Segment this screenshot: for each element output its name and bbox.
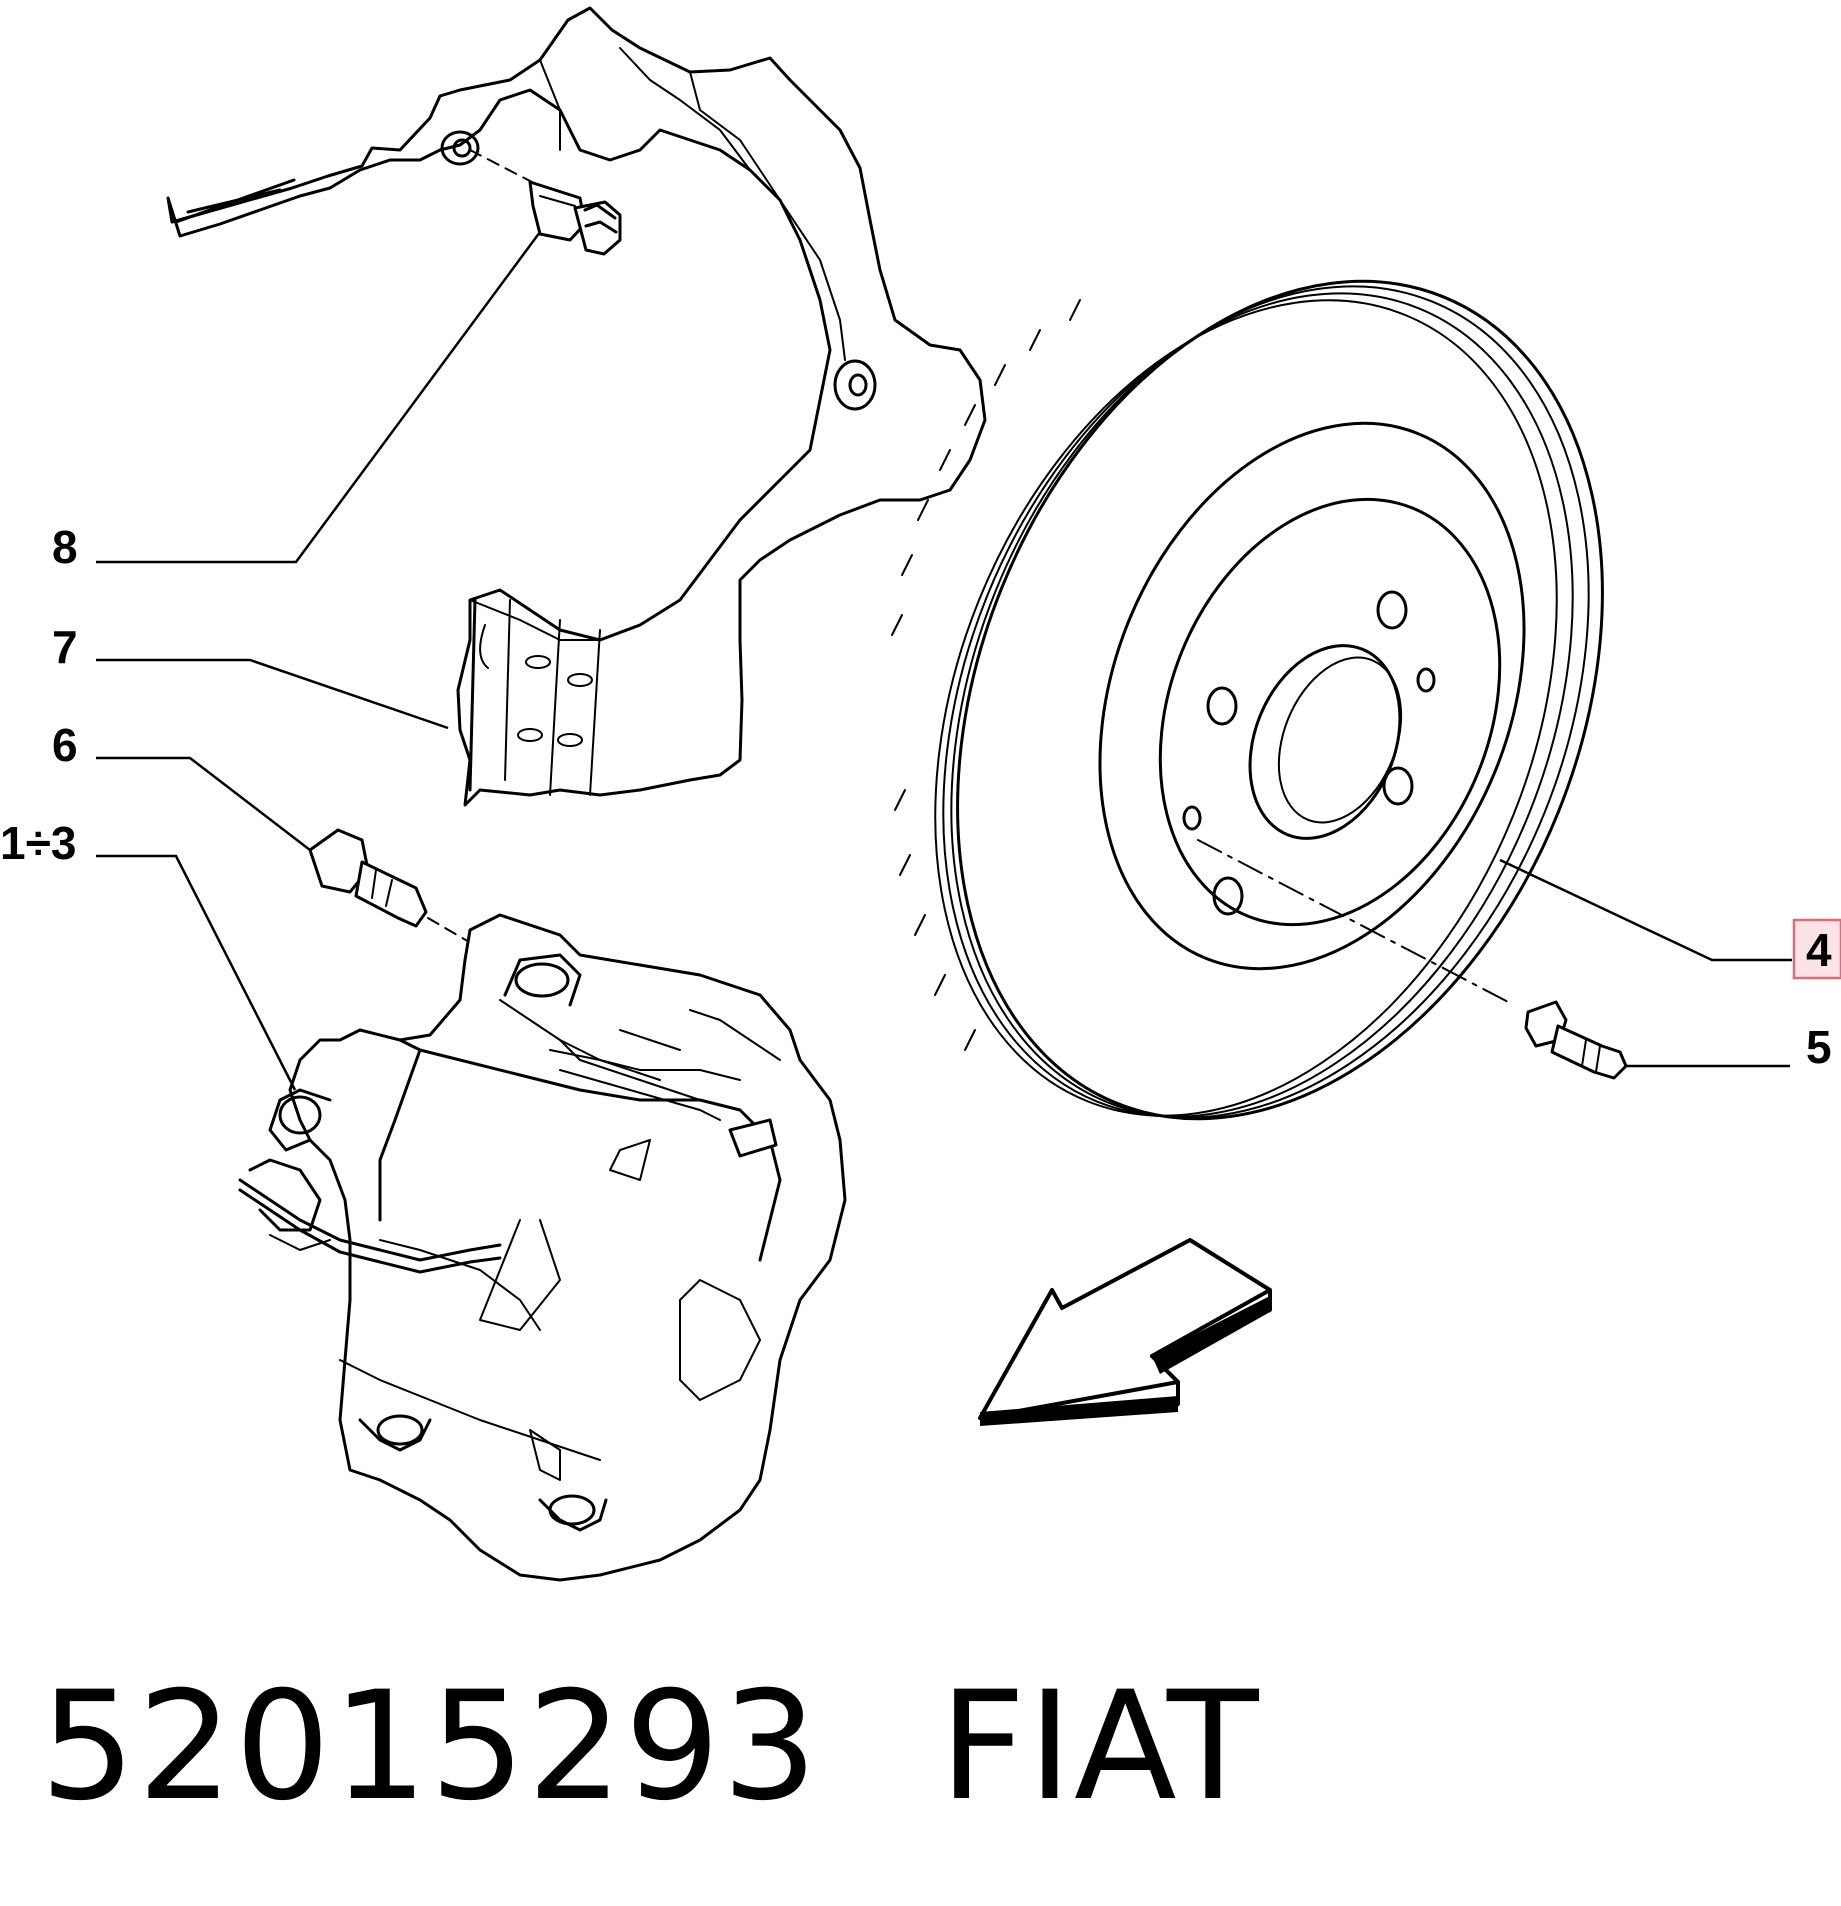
callout-8: 8	[52, 521, 78, 573]
callout-7: 7	[52, 621, 78, 673]
part-number-footer: 52015293 FIAT	[40, 1660, 1261, 1834]
leader-8	[96, 231, 542, 564]
bolt-part-8	[469, 149, 622, 256]
wheel-stud-part-5	[1524, 1000, 1628, 1080]
brand-name: FIAT	[939, 1660, 1261, 1834]
callout-4-highlight	[1792, 918, 1841, 980]
callout-1-3: 1÷3	[0, 817, 76, 869]
leader-6	[96, 756, 311, 851]
callout-4: 4	[1806, 924, 1832, 976]
brake-disc-part-4	[891, 279, 1604, 1121]
leader-4	[1499, 858, 1792, 962]
part-number: 52015293	[40, 1660, 820, 1834]
callout-5: 5	[1806, 1021, 1832, 1073]
callout-6: 6	[52, 719, 78, 771]
dust-shield-part	[166, 6, 987, 807]
caliper-bolt-part-6	[308, 828, 477, 947]
callout-leaders	[96, 231, 1792, 1091]
leader-1-3	[96, 854, 297, 1091]
direction-arrow	[978, 1238, 1272, 1426]
brake-caliper-parts-1-3	[238, 913, 847, 1582]
leader-7	[96, 658, 449, 730]
